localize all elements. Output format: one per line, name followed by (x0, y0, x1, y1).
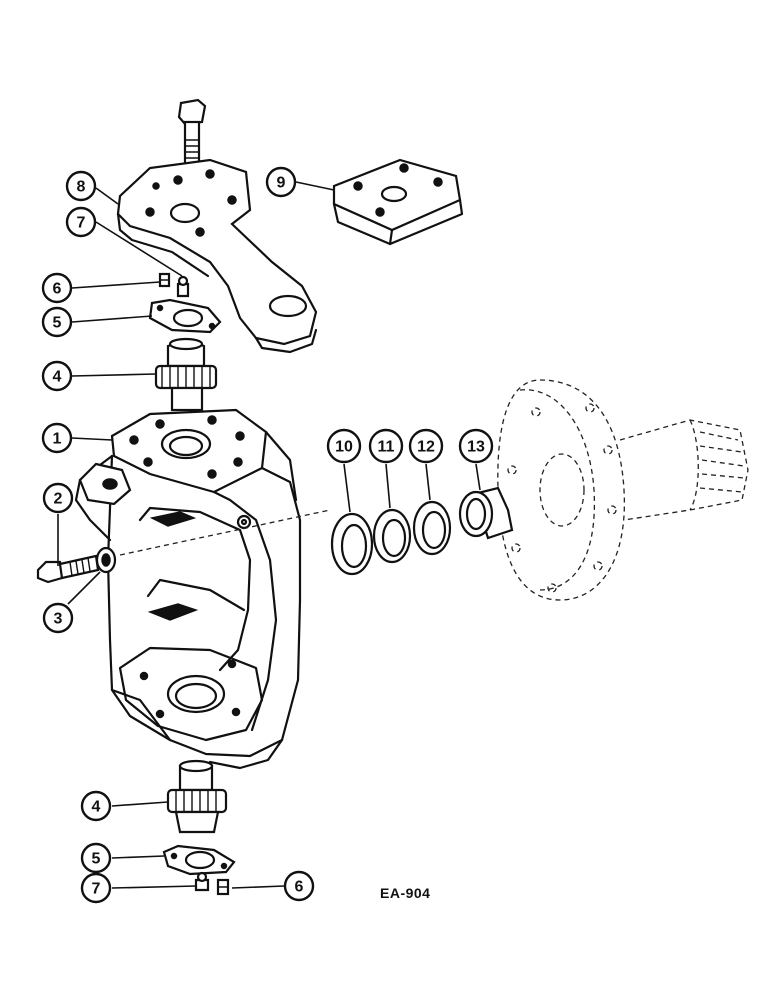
callout-label: 2 (54, 491, 63, 508)
top-grease-fitting (158, 272, 190, 298)
callout-label: 11 (378, 439, 395, 456)
callout-12: 12 (408, 428, 444, 464)
callout-label: 6 (53, 281, 62, 298)
callout-13: 13 (458, 428, 494, 464)
callout-10: 10 (326, 428, 362, 464)
callout-7-bottom: 7 (80, 872, 112, 904)
callout-7-top: 7 (65, 206, 97, 238)
top-bolt (177, 98, 207, 172)
callout-8: 8 (65, 170, 97, 202)
callout-label: 10 (335, 439, 353, 456)
washer-11 (372, 508, 412, 564)
top-lock-plate (148, 298, 222, 334)
callout-6-bottom: 6 (283, 870, 315, 902)
callout-label: 5 (92, 851, 101, 868)
callout-5-top: 5 (41, 306, 73, 338)
side-bolt (36, 546, 117, 584)
callout-label: 4 (53, 369, 62, 386)
callout-4-bottom: 4 (80, 790, 112, 822)
callout-9: 9 (265, 166, 297, 198)
top-king-pin (154, 337, 218, 412)
callout-label: 7 (92, 881, 101, 898)
callout-label: 8 (77, 179, 86, 196)
callout-label: 12 (417, 439, 435, 456)
steering-knuckle (74, 408, 302, 770)
callout-label: 4 (92, 799, 101, 816)
axis-centerline (119, 509, 331, 556)
callout-label: 13 (467, 439, 485, 456)
callout-1: 1 (41, 422, 73, 454)
bushing-13 (458, 486, 514, 540)
callout-2: 2 (42, 482, 74, 514)
steering-arm (116, 158, 318, 354)
bottom-grease-fitting (194, 871, 230, 896)
callout-label: 7 (77, 215, 86, 232)
callout-4-top: 4 (41, 360, 73, 392)
callout-6-top: 6 (41, 272, 73, 304)
callout-label: 9 (277, 175, 286, 192)
callout-3: 3 (42, 602, 74, 634)
callout-label: 6 (295, 879, 304, 896)
washer-10 (330, 512, 374, 576)
spacer-block (332, 158, 464, 246)
leader-lines (57, 181, 481, 889)
callout-label: 3 (54, 611, 63, 628)
callout-11: 11 (368, 428, 404, 464)
callout-label: 5 (53, 315, 62, 332)
callout-5-bottom: 5 (80, 842, 112, 874)
reference-code: EA-904 (380, 885, 430, 901)
bearing-12 (412, 500, 452, 556)
callout-label: 1 (53, 431, 62, 448)
bottom-king-pin (166, 759, 228, 834)
spindle-phantom (497, 379, 749, 601)
bottom-lock-plate (162, 844, 236, 876)
